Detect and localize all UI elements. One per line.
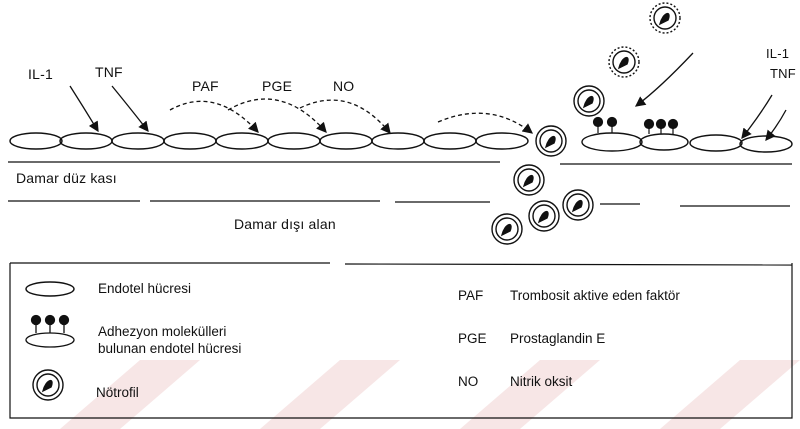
legend-endothelial-icon	[26, 282, 74, 296]
arrows	[70, 53, 786, 140]
legend-abbr-pge-key: PGE	[458, 331, 487, 346]
label-pge: PGE	[262, 78, 292, 94]
legend-adhesion-label-2: bulunan endotel hücresi	[98, 341, 241, 356]
label-smooth-muscle: Damar düz kası	[16, 170, 117, 186]
watermark	[60, 360, 800, 429]
legend-adhesion-icon	[26, 316, 74, 348]
label-no: NO	[333, 78, 354, 94]
neutrophil-5	[514, 165, 544, 195]
legend-neutrophil-label: Nötrofil	[96, 385, 139, 400]
legend-abbr-no-key: NO	[458, 374, 478, 389]
legend-abbr-paf-text: Trombosit aktive eden faktör	[510, 288, 680, 303]
neutrophil-4	[536, 126, 566, 156]
neutrophil-3	[574, 86, 604, 116]
label-tnf-right: TNF	[770, 66, 796, 81]
vessel-lines	[8, 162, 792, 206]
legend-abbr-paf-key: PAF	[458, 288, 483, 303]
legend-adhesion-label-1: Adhezyon molekülleri	[98, 324, 226, 339]
adhesion-molecules	[594, 118, 678, 135]
label-il1-left: IL-1	[28, 66, 53, 82]
legend-abbr-pge-text: Prostaglandin E	[510, 331, 605, 346]
neutrophil-7	[563, 190, 593, 220]
label-extravascular: Damar dışı alan	[234, 216, 336, 232]
endothelial-layer	[10, 133, 792, 152]
legend-neutrophil-icon	[33, 370, 63, 400]
neutrophil-6	[529, 201, 559, 231]
neutrophil-2	[609, 47, 639, 77]
label-tnf-left: TNF	[95, 64, 123, 80]
legend-abbr-no-text: Nitrik oksit	[510, 374, 572, 389]
label-il1-right: IL-1	[766, 46, 789, 61]
neutrophil-8	[492, 214, 522, 244]
legend-endothelial-label: Endotel hücresi	[98, 281, 191, 296]
neutrophil-1	[650, 3, 680, 33]
label-paf: PAF	[192, 78, 219, 94]
